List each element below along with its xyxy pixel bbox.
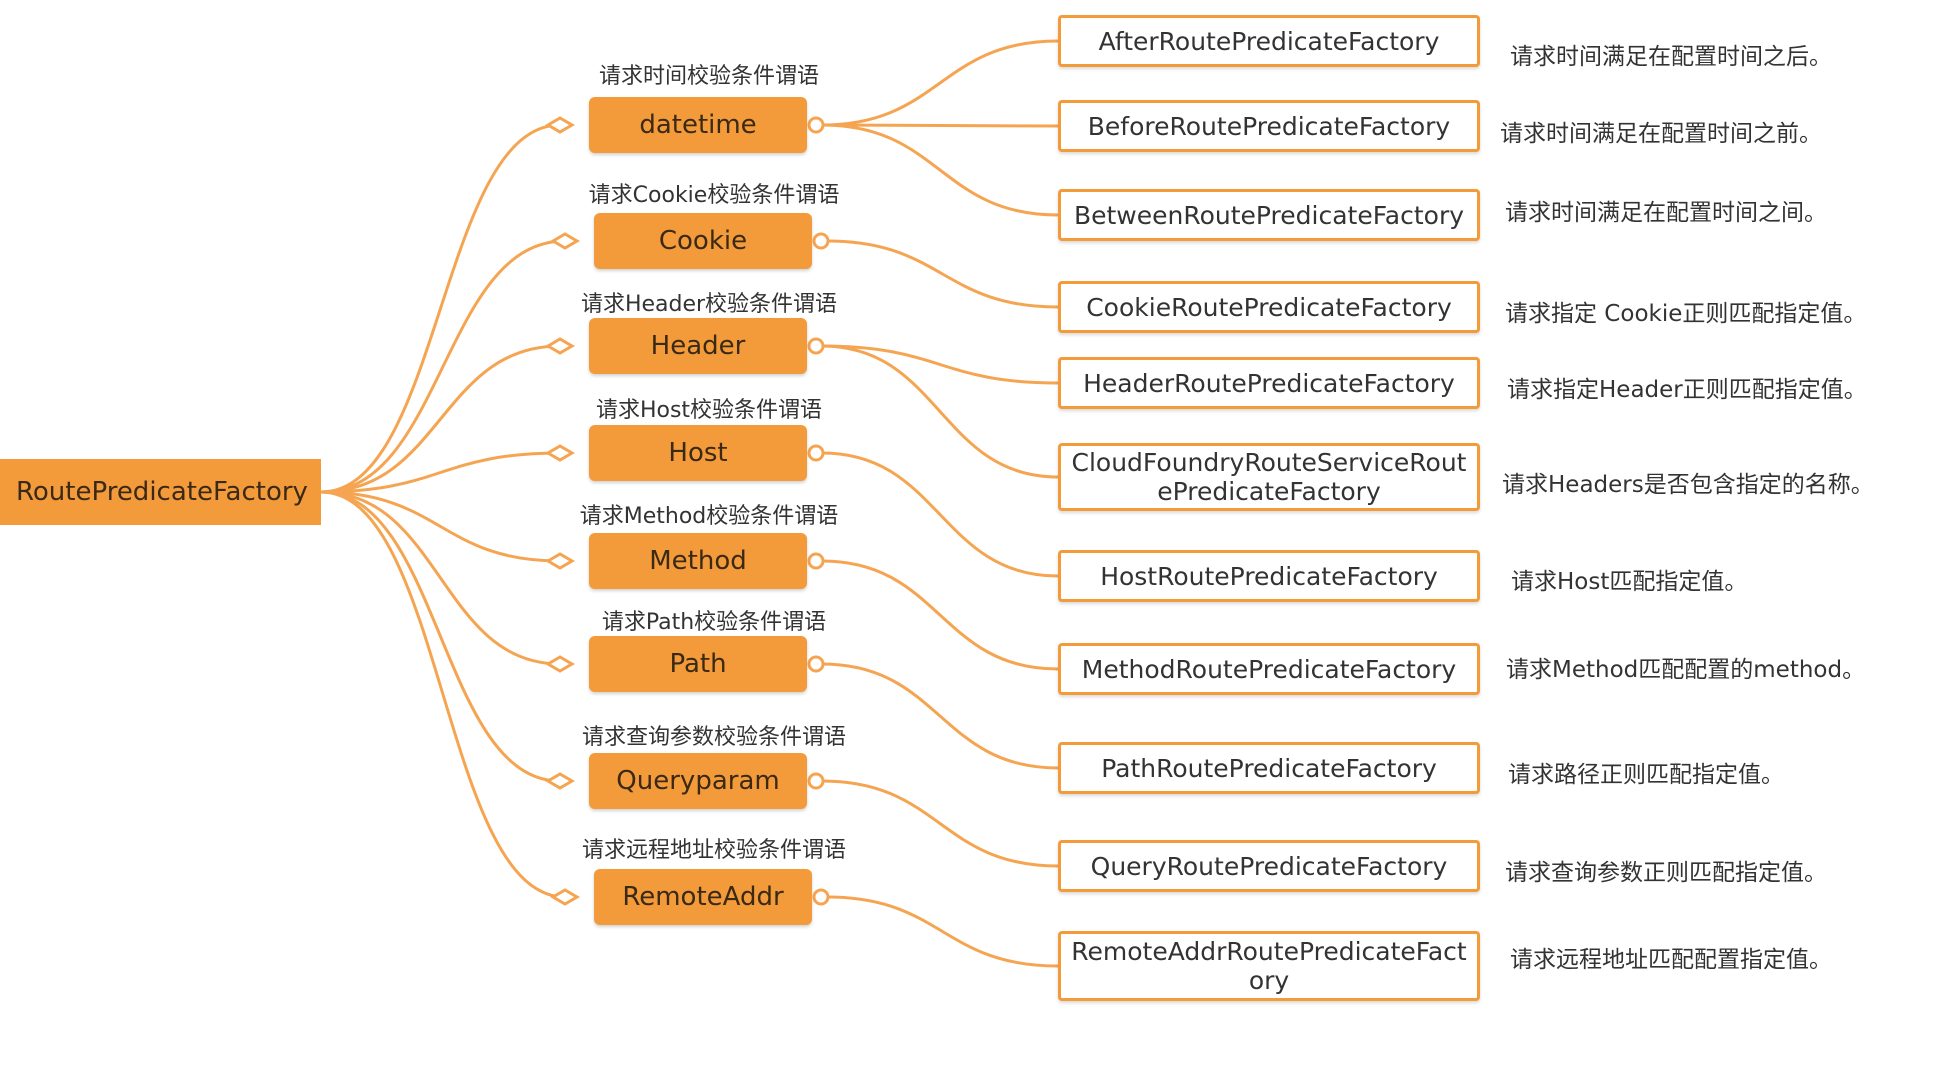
factory-label: QueryRoutePredicateFactory [1090, 851, 1448, 881]
factory-node-between[interactable]: BetweenRoutePredicateFactory [1058, 189, 1480, 241]
root-branch-connector [320, 490, 561, 666]
root-branch-connector [320, 490, 561, 783]
category-node-path[interactable]: Path [589, 636, 807, 692]
category-note: 请求Host校验条件谓语 [595, 398, 823, 423]
category-label: RemoteAddr [622, 882, 784, 912]
category-node-host[interactable]: Host [589, 425, 807, 481]
category-note: 请求远程地址校验条件谓语 [581, 838, 846, 863]
diamond-marker-icon [545, 772, 575, 790]
factory-label: AfterRoutePredicateFactory [1098, 26, 1440, 56]
factory-node-after[interactable]: AfterRoutePredicateFactory [1058, 15, 1480, 67]
collapse-circle-icon[interactable] [812, 888, 830, 906]
diamond-marker-icon [545, 337, 575, 355]
factory-description: 请求时间满足在配置时间之前。 [1500, 121, 1822, 147]
factory-node-header[interactable]: HeaderRoutePredicateFactory [1058, 357, 1480, 409]
category-node-remoteaddr[interactable]: RemoteAddr [594, 869, 812, 925]
factory-label: MethodRoutePredicateFactory [1081, 654, 1457, 684]
diamond-marker-icon [545, 116, 575, 134]
diamond-marker-icon [545, 655, 575, 673]
root-branch-connector [320, 490, 561, 563]
factory-node-remoteaddr[interactable]: RemoteAddrRoutePredicateFactory [1058, 931, 1480, 1001]
category-node-header[interactable]: Header [589, 318, 807, 374]
root-branch-connector [320, 344, 561, 494]
category-node-method[interactable]: Method [589, 533, 807, 589]
factory-branch-connector [826, 239, 1059, 309]
factory-branch-connector [821, 123, 1059, 217]
collapse-circle-icon[interactable] [812, 232, 830, 250]
factory-description: 请求时间满足在配置时间之后。 [1510, 44, 1832, 70]
root-branch-connector [320, 123, 561, 494]
factory-node-before[interactable]: BeforeRoutePredicateFactory [1058, 100, 1480, 152]
factory-description: 请求Host匹配指定值。 [1511, 569, 1748, 595]
diamond-marker-icon [545, 444, 575, 462]
factory-label: HostRoutePredicateFactory [1100, 561, 1438, 591]
factory-node-query[interactable]: QueryRoutePredicateFactory [1058, 840, 1480, 892]
factory-branch-connector [821, 559, 1059, 671]
factory-label: BetweenRoutePredicateFactory [1073, 200, 1465, 230]
factory-node-cloudfoundry[interactable]: CloudFoundryRouteServiceRoutePredicateFa… [1058, 443, 1480, 511]
factory-description: 请求路径正则匹配指定值。 [1508, 762, 1784, 788]
root-label: RoutePredicateFactory [16, 477, 308, 507]
root-branch-connector [320, 490, 566, 899]
category-label: Cookie [658, 226, 748, 256]
factory-node-cookie[interactable]: CookieRoutePredicateFactory [1058, 281, 1480, 333]
root-node[interactable]: RoutePredicateFactory [0, 459, 321, 525]
factory-branch-connector [821, 344, 1059, 385]
category-label: Path [669, 649, 727, 679]
category-note: 请求Header校验条件谓语 [580, 292, 838, 317]
category-note: 请求Method校验条件谓语 [579, 504, 839, 529]
category-label: Header [650, 331, 746, 361]
category-label: datetime [639, 110, 757, 140]
factory-branch-connector [821, 344, 1059, 479]
factory-node-method[interactable]: MethodRoutePredicateFactory [1058, 643, 1480, 695]
category-note: 请求Cookie校验条件谓语 [588, 183, 840, 208]
diamond-marker-icon [550, 888, 580, 906]
collapse-circle-icon[interactable] [807, 337, 825, 355]
category-note: 请求Path校验条件谓语 [601, 610, 827, 635]
factory-branch-connector [826, 895, 1059, 968]
factory-description: 请求指定 Cookie正则匹配指定值。 [1505, 301, 1867, 327]
factory-label: BeforeRoutePredicateFactory [1087, 111, 1451, 141]
category-label: Queryparam [616, 766, 780, 796]
factory-node-path[interactable]: PathRoutePredicateFactory [1058, 742, 1480, 794]
collapse-circle-icon[interactable] [807, 655, 825, 673]
collapse-circle-icon[interactable] [807, 772, 825, 790]
root-branch-connector [320, 451, 561, 494]
root-branch-connector [320, 239, 566, 494]
factory-label: RemoteAddrRoutePredicateFactory [1071, 937, 1467, 995]
category-node-cookie[interactable]: Cookie [594, 213, 812, 269]
factory-branch-connector [821, 662, 1059, 770]
factory-branch-connector [821, 123, 1059, 128]
collapse-circle-icon[interactable] [807, 444, 825, 462]
factory-node-host[interactable]: HostRoutePredicateFactory [1058, 550, 1480, 602]
collapse-circle-icon[interactable] [807, 552, 825, 570]
factory-label: CookieRoutePredicateFactory [1086, 292, 1452, 322]
category-label: Method [649, 546, 747, 576]
factory-label: PathRoutePredicateFactory [1101, 753, 1437, 783]
factory-description: 请求远程地址匹配配置指定值。 [1510, 947, 1832, 973]
diamond-marker-icon [545, 552, 575, 570]
factory-description: 请求时间满足在配置时间之间。 [1505, 200, 1827, 226]
factory-branch-connector [821, 39, 1059, 127]
factory-description: 请求Headers是否包含指定的名称。 [1502, 472, 1874, 498]
category-note: 请求查询参数校验条件谓语 [581, 725, 846, 750]
factory-label: HeaderRoutePredicateFactory [1083, 368, 1455, 398]
factory-description: 请求查询参数正则匹配指定值。 [1505, 860, 1827, 886]
category-label: Host [668, 438, 728, 468]
factory-branch-connector [821, 779, 1059, 868]
diamond-marker-icon [550, 232, 580, 250]
factory-description: 请求Method匹配配置的method。 [1506, 657, 1866, 683]
factory-branch-connector [821, 451, 1059, 578]
category-note: 请求时间校验条件谓语 [598, 64, 819, 89]
factory-label: CloudFoundryRouteServiceRoutePredicateFa… [1071, 448, 1467, 506]
factory-description: 请求指定Header正则匹配指定值。 [1507, 377, 1867, 403]
collapse-circle-icon[interactable] [807, 116, 825, 134]
category-node-queryparam[interactable]: Queryparam [589, 753, 807, 809]
category-node-datetime[interactable]: datetime [589, 97, 807, 153]
